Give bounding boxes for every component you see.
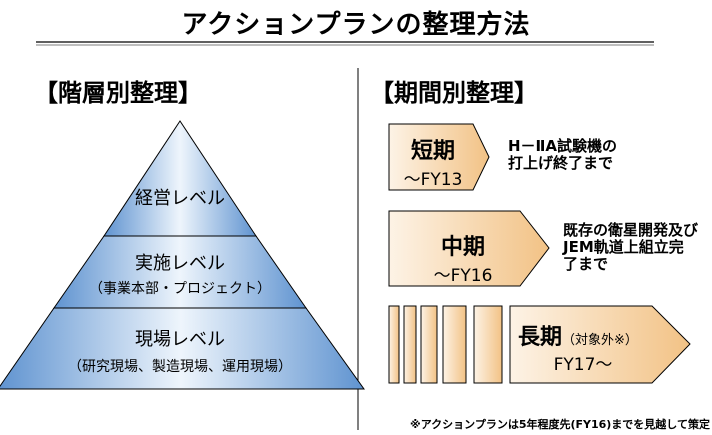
level-field-label: 現場レベル <box>135 329 225 350</box>
short-term-title: 短期 <box>410 139 455 164</box>
long-term-strips <box>388 305 503 384</box>
level-implementation-sub: （事業本部・プロジェクト） <box>89 281 271 297</box>
pyramid-bottom-tier <box>0 307 365 390</box>
mid-term-description-3: 了まで <box>563 255 609 273</box>
level-field-sub: （研究現場、製造現場、運用現場） <box>68 359 292 375</box>
page-title: アクションプランの整理方法 <box>181 10 531 40</box>
mid-term-period: ～FY16 <box>433 266 493 286</box>
left-section-heading: 【階層別整理】 <box>34 79 202 107</box>
mid-term-description-1: 既存の衛星開発及び <box>563 221 699 239</box>
right-section-heading: 【期間別整理】 <box>370 79 538 107</box>
short-term-arrow <box>388 123 490 191</box>
level-implementation-label: 実施レベル <box>135 253 225 274</box>
footnote: ※アクションプランは5年程度先(FY16)までを見越して策定 <box>410 418 710 431</box>
level-management-label: 経営レベル <box>135 188 225 209</box>
long-term-note: （対象外※） <box>562 333 638 348</box>
long-term-heading: 長期（対象外※） <box>518 319 638 351</box>
short-term-period: ～FY13 <box>403 170 463 190</box>
long-term-period: FY17～ <box>553 355 613 375</box>
long-term-arrow <box>509 305 691 384</box>
mid-term-title: 中期 <box>440 235 485 260</box>
mid-term-description-2: JEM軌道上組立完 <box>563 238 684 256</box>
long-term-title: 長期 <box>518 325 563 350</box>
short-term-description-2: 打上げ終了まで <box>508 154 614 172</box>
short-term-description-1: H－ⅡA試験機の <box>508 137 618 155</box>
pyramid-top-tier <box>103 120 257 237</box>
pyramid <box>0 120 365 390</box>
mid-term-arrow <box>388 210 550 287</box>
